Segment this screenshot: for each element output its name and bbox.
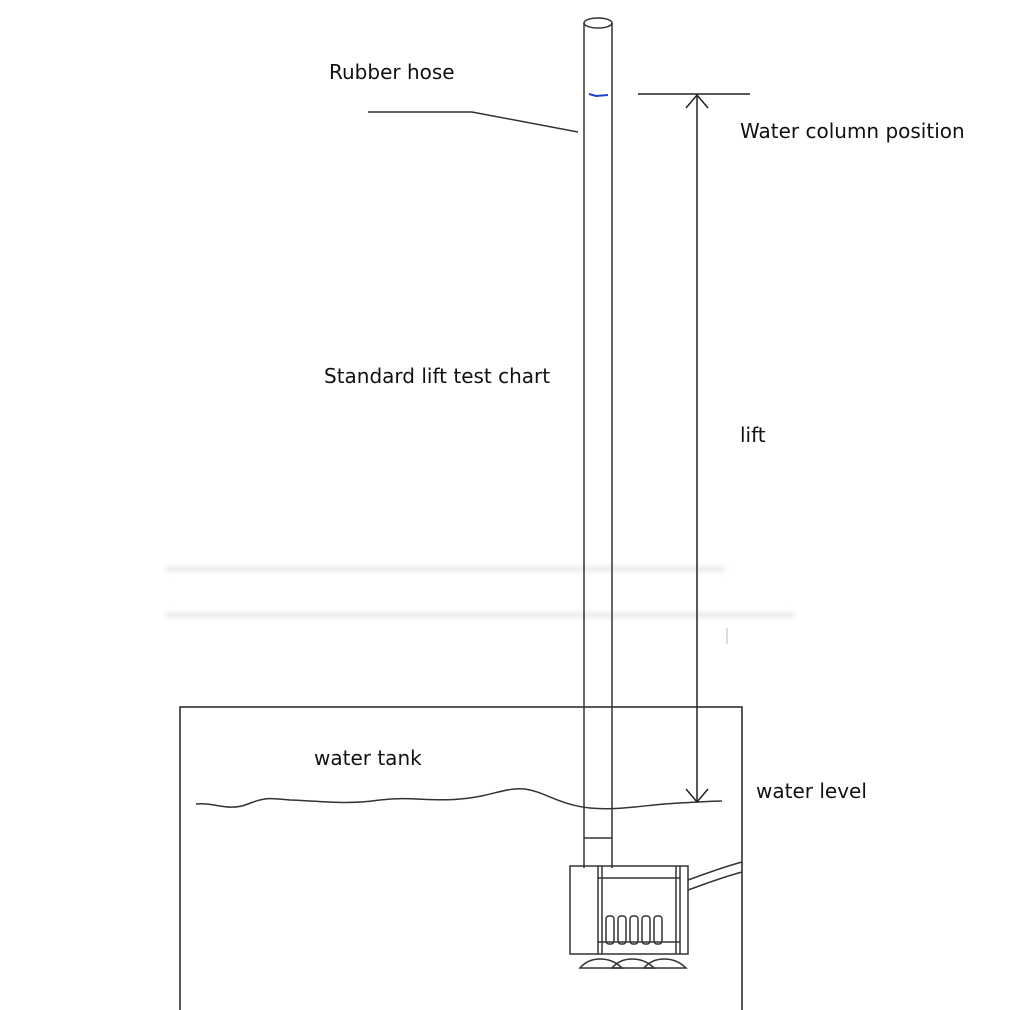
water-level-label: water level bbox=[756, 779, 867, 803]
standard-lift-test-chart-label: Standard lift test chart bbox=[324, 364, 551, 388]
rubber-hose-label: Rubber hose bbox=[329, 60, 455, 84]
water-tank-label: water tank bbox=[314, 746, 422, 770]
rubber-hose bbox=[583, 17, 613, 868]
water-level-line bbox=[195, 788, 723, 810]
pump bbox=[569, 861, 743, 969]
faint-smudge bbox=[165, 566, 725, 572]
lift-dimension-arrow bbox=[685, 93, 709, 804]
hose-pointer-line bbox=[368, 111, 579, 133]
water-tank bbox=[179, 706, 743, 1010]
faint-smudge bbox=[165, 612, 795, 618]
water-column-mark bbox=[588, 93, 609, 98]
lift-label: lift bbox=[740, 423, 766, 447]
water-column-position-label: Water column position bbox=[740, 119, 965, 143]
